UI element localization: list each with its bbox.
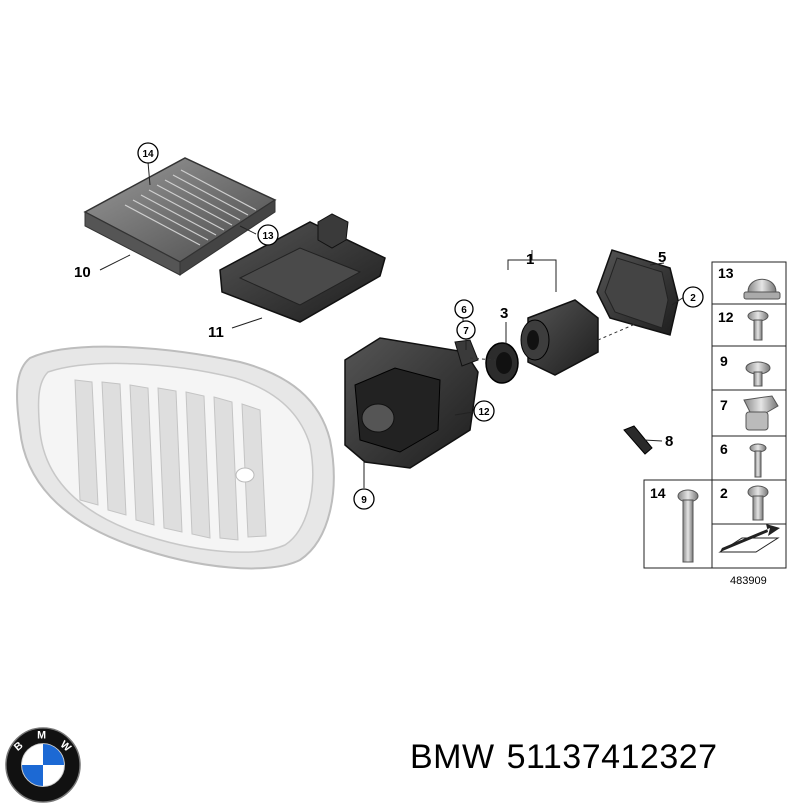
callout-1: 1 (526, 251, 534, 268)
cap-nut-icon (743, 278, 781, 300)
part-number: 51137412327 (506, 738, 718, 776)
screw-12-icon (747, 310, 769, 341)
control-module (83, 157, 277, 276)
brand-name: BMW (410, 738, 495, 776)
screw-2-icon (747, 485, 769, 521)
svg-text:9: 9 (361, 495, 367, 506)
svg-text:M: M (37, 730, 46, 742)
callout-12: 12 (473, 400, 495, 422)
torque-arrow-icon (718, 524, 780, 553)
svg-text:7: 7 (463, 326, 469, 337)
part-caption: BMW 51137412327 (410, 738, 730, 777)
camera-holder (344, 337, 479, 469)
svg-text:12: 12 (478, 407, 490, 418)
screw-6-icon (749, 443, 767, 478)
svg-text:6: 6 (461, 305, 467, 316)
clip-nut-icon (743, 395, 779, 431)
seal-ring (485, 342, 519, 384)
legend-14: 14 (650, 485, 666, 501)
screw-9-icon (745, 361, 771, 387)
mounting-plate (596, 249, 679, 336)
svg-text:2: 2 (690, 293, 696, 304)
callout-8: 8 (665, 433, 673, 450)
callout-5: 5 (658, 249, 666, 266)
module-bracket (219, 213, 386, 323)
callout-14: 14 (137, 142, 159, 164)
callout-11: 11 (208, 324, 224, 341)
callouts: 1 3 5 8 10 11 14 13 6 7 2 12 (74, 142, 704, 510)
legend-13: 13 (718, 265, 734, 281)
legend-7: 7 (720, 397, 728, 413)
callout-2: 2 (682, 286, 704, 308)
callout-7: 7 (456, 320, 476, 340)
bolt-14-icon (677, 489, 699, 563)
diagram-code: 483909 (730, 575, 767, 587)
legend-2: 2 (720, 485, 728, 501)
hardware-legend: 13 12 9 7 6 14 2 (643, 261, 787, 587)
svg-text:14: 14 (142, 149, 154, 160)
legend-12: 12 (718, 309, 734, 325)
callout-6: 6 (454, 299, 474, 319)
bmw-logo: B M W (5, 727, 81, 803)
legend-6: 6 (720, 441, 728, 457)
legend-9: 9 (720, 353, 728, 369)
clip (623, 425, 653, 455)
camera (520, 299, 599, 376)
callout-10: 10 (74, 264, 91, 281)
svg-text:13: 13 (262, 231, 274, 242)
callout-9: 9 (353, 488, 375, 510)
kidney-grille (16, 345, 335, 570)
callout-13: 13 (257, 224, 279, 246)
callout-3: 3 (500, 305, 508, 322)
